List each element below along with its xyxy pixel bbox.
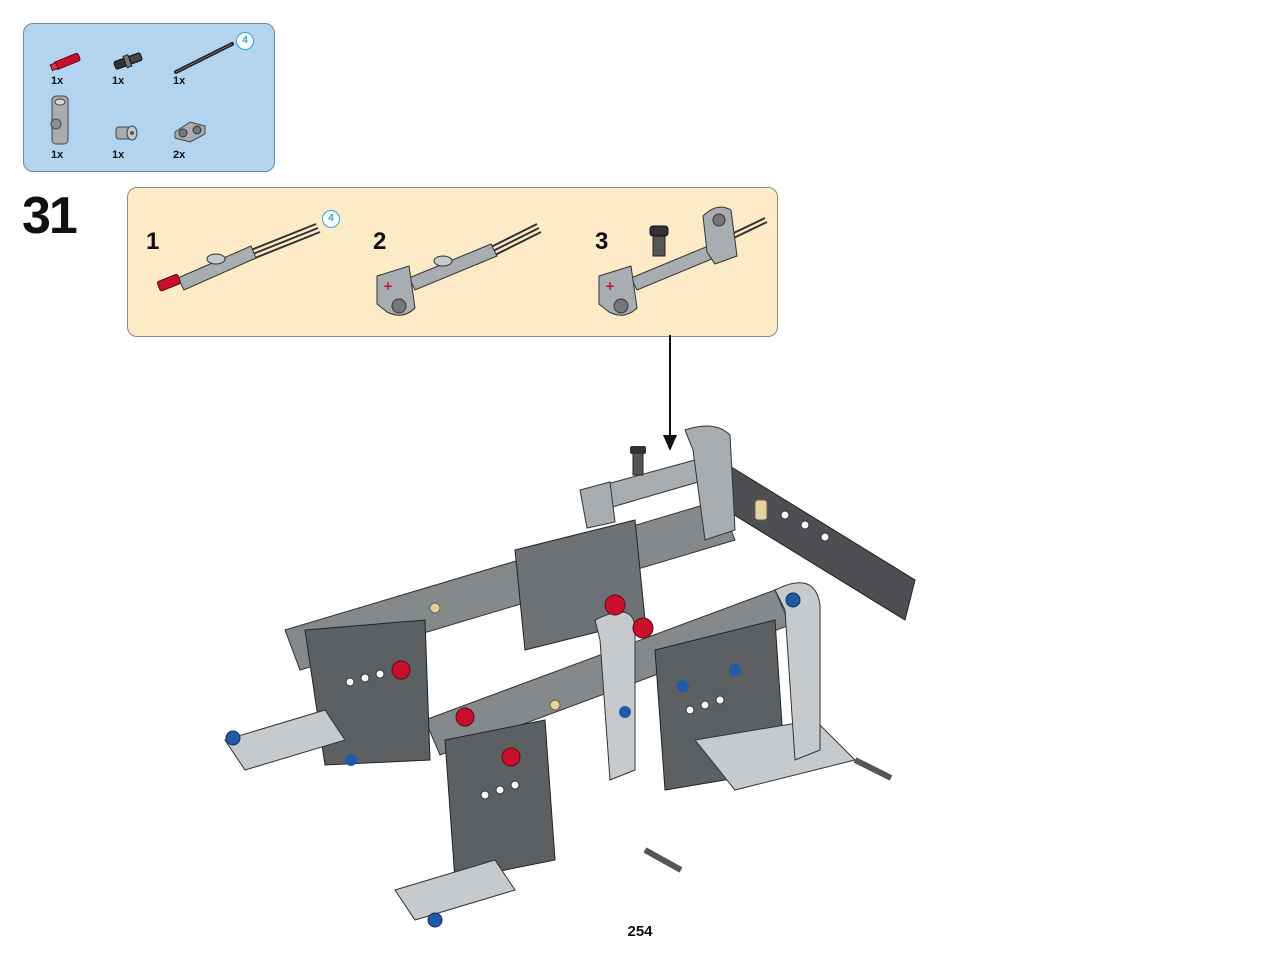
parts-list-panel: 1x 1x 4 1x 1x 1x 2x <box>23 23 275 172</box>
substep-label-3: 3 <box>595 228 609 255</box>
substep-2-assembly-icon: + <box>376 223 542 316</box>
substep-3-assembly-icon: + <box>598 206 768 316</box>
part-qty: 1x <box>51 75 64 87</box>
axle-length-badge: 4 <box>322 210 340 228</box>
part-qty: 1x <box>51 149 64 161</box>
part-qty: 1x <box>173 75 186 87</box>
substep-label-2: 2 <box>373 228 387 255</box>
gray-cross-block-icon <box>174 121 206 143</box>
black-axle-icon <box>174 42 234 74</box>
gray-perpendicular-connector-icon <box>50 95 69 145</box>
axle-length-badge: 4 <box>236 32 254 50</box>
substep-callout: 1 4 2 + 3 + <box>127 187 778 337</box>
page-number: 254 <box>627 923 653 940</box>
step-number: 31 <box>22 187 78 245</box>
main-assembly-illustration <box>224 425 916 928</box>
part-qty: 1x <box>112 75 125 87</box>
svg-text:+: + <box>605 279 615 293</box>
gray-bush-icon <box>115 125 138 141</box>
substep-1-assembly-icon <box>156 223 321 292</box>
placement-arrow <box>663 335 677 451</box>
red-axle-connector-icon <box>49 52 81 72</box>
part-qty: 1x <box>112 149 125 161</box>
black-pin-connector-icon <box>113 52 143 70</box>
substep-label-1: 1 <box>146 228 160 255</box>
part-qty: 2x <box>173 149 186 161</box>
svg-text:+: + <box>383 279 393 293</box>
